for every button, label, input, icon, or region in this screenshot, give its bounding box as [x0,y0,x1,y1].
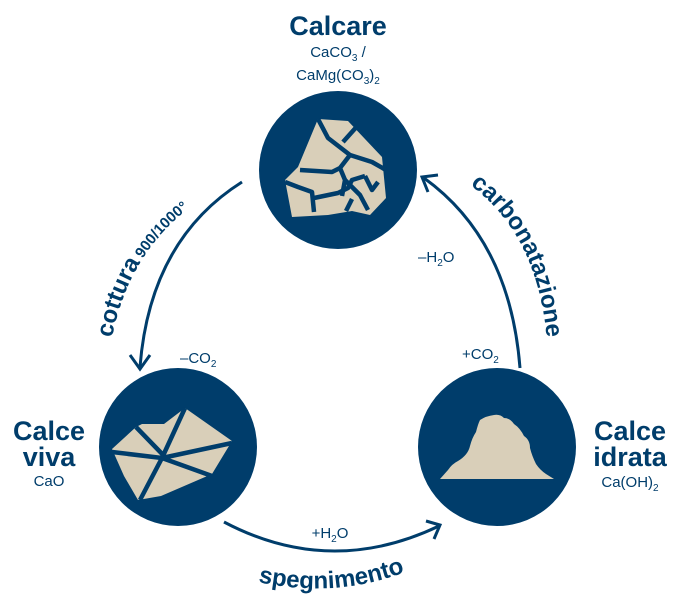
calcare-title: Calcare [289,11,387,41]
calce-idrata-title-line2: idrata [593,442,668,472]
spegnimento-gas: +H2O [312,525,349,545]
calce-viva-title-line2: viva [23,442,77,472]
arrow-cottura-head [128,354,152,372]
calcare-formula-line2: CaMg(CO3)2 [296,67,380,87]
arrow-carbonatazione-head [419,173,439,193]
arrow-spegnimento: +H2O spegnimento [223,519,443,595]
cottura-gas: –CO2 [180,350,217,370]
arrow-spegnimento-line [223,520,440,553]
cottura-label: cottura900/1000° [91,198,191,339]
calce-viva-title-line1: Calce [13,416,85,446]
node-calce-viva: Calce viva CaO [13,368,257,526]
node-calcare: Calcare CaCO3 / CaMg(CO3)2 [259,11,417,249]
arrow-carbonatazione-line [423,176,522,369]
arrow-carbonatazione: carbonatazione –H2O +CO2 [418,168,568,369]
calce-viva-formula: CaO [34,473,65,490]
fractured-rock-icon [111,407,233,502]
carbonatazione-gas-out: –H2O [418,249,454,269]
calcare-formula-line1: CaCO3 / [310,44,366,64]
node-calce-idrata: Calce idrata Ca(OH)2 [418,368,668,526]
arrow-cottura: cottura900/1000° –CO2 [91,180,243,372]
arrow-spegnimento-head [425,519,443,540]
powder-heap-icon [440,414,554,479]
calce-idrata-formula: Ca(OH)2 [601,474,659,494]
spegnimento-label: spegnimento [257,552,407,594]
calce-idrata-title-line1: Calce [594,416,666,446]
carbonatazione-gas-in: +CO2 [462,346,499,366]
cracked-stone-icon [284,117,388,217]
carbonatazione-label: carbonatazione [466,168,567,338]
arrow-cottura-line [138,180,243,368]
